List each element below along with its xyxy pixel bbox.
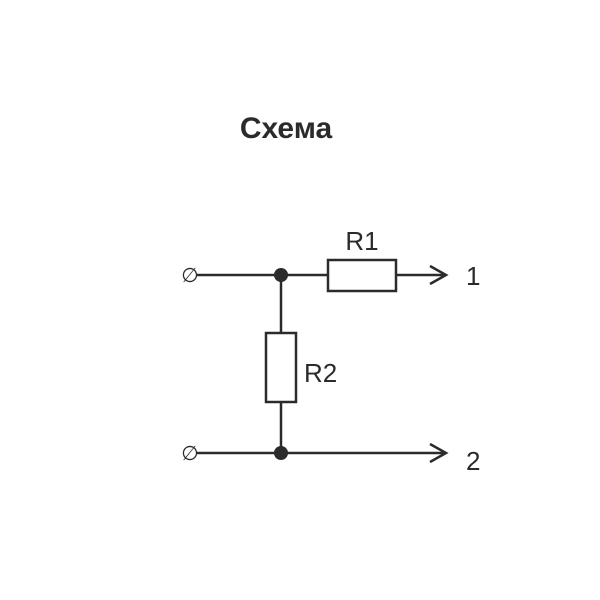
terminal-input-bottom: ∅ [181,443,198,465]
resistor-r2 [264,331,298,404]
output-2-label: 2 [466,446,480,476]
arrow-1-icon [429,264,449,286]
resistor-r1 [326,258,398,293]
terminal-input-top: ∅ [181,265,198,287]
r1-label: R1 [345,226,378,256]
junction-top [274,268,288,282]
junction-bottom [274,446,288,460]
r2-label: R2 [304,358,337,388]
output-1-label: 1 [466,261,480,291]
diagram-title: Схема [239,112,333,145]
arrow-2-icon [429,442,449,464]
